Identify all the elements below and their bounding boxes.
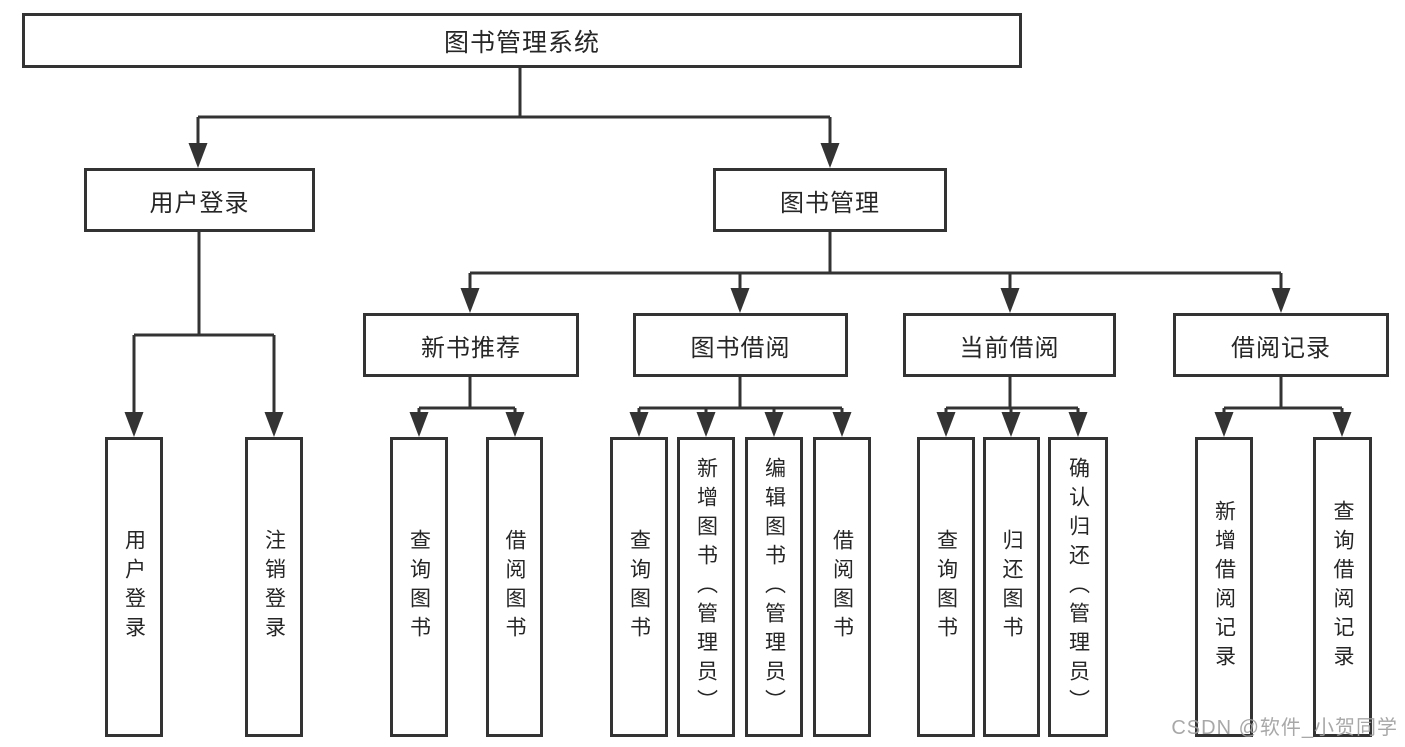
arrowhead-icon: [1214, 412, 1234, 437]
leaf-logout: 注销登录: [245, 437, 303, 737]
node-user-login: 用户登录: [84, 168, 315, 232]
node-label: 图书管理系统: [443, 28, 600, 57]
node-label: 查询图书: [934, 529, 958, 645]
node-book-mgmt: 图书管理: [713, 168, 947, 232]
arrowhead-icon: [820, 143, 840, 168]
node-root-system: 图书管理系统: [22, 13, 1022, 68]
leaf-newbooks-query: 查询图书: [390, 437, 448, 737]
node-label: 借阅记录: [1231, 334, 1331, 362]
node-label: 查询借阅记录: [1331, 500, 1354, 674]
arrowhead-icon: [832, 412, 852, 437]
arrowhead-icon: [264, 412, 284, 437]
leaf-newbooks-borrow: 借阅图书: [486, 437, 543, 737]
node-borrow-records: 借阅记录: [1173, 313, 1389, 377]
arrowhead-icon: [505, 412, 525, 437]
arrowhead-icon: [1001, 412, 1021, 437]
arrowhead-icon: [409, 412, 429, 437]
leaf-records-add: 新增借阅记录: [1195, 437, 1253, 737]
csdn-watermark: CSDN @软件_小贺同学: [1171, 717, 1398, 739]
arrowhead-icon: [764, 412, 784, 437]
node-label: 新书推荐: [421, 334, 521, 362]
arrowhead-icon: [460, 288, 480, 313]
arrowhead-icon: [1271, 288, 1291, 313]
node-label: 借阅图书: [830, 529, 854, 645]
node-label: 查询图书: [407, 529, 431, 645]
node-label: 查询图书: [627, 529, 651, 645]
leaf-records-query: 查询借阅记录: [1313, 437, 1372, 737]
arrowhead-icon: [1068, 412, 1088, 437]
leaf-bookborrow-borrow: 借阅图书: [813, 437, 871, 737]
node-label: 新增借阅记录: [1212, 500, 1236, 674]
leaf-current-query: 查询图书: [917, 437, 975, 737]
arrowhead-icon: [629, 412, 649, 437]
arrowhead-icon: [936, 412, 956, 437]
arrowhead-icon: [730, 288, 750, 313]
leaf-current-return: 归还图书: [983, 437, 1040, 737]
node-label: 用户登录: [149, 189, 250, 217]
node-label: 注销登录: [262, 529, 286, 645]
node-label: 确认归还（管理员）: [1066, 456, 1090, 718]
leaf-user-login: 用户登录: [105, 437, 163, 737]
leaf-current-confirm: 确认归还（管理员）: [1048, 437, 1108, 737]
node-current-borrow: 当前借阅: [903, 313, 1116, 377]
node-label: 归还图书: [1000, 529, 1023, 645]
arrowhead-icon: [188, 143, 208, 168]
arrowhead-icon: [1000, 288, 1020, 313]
arrowhead-icon: [124, 412, 144, 437]
node-label: 用户登录: [122, 529, 146, 645]
leaf-bookborrow-add: 新增图书（管理员）: [677, 437, 735, 737]
leaf-bookborrow-query: 查询图书: [610, 437, 668, 737]
node-label: 当前借阅: [959, 334, 1060, 362]
node-label: 编辑图书（管理员）: [762, 456, 786, 718]
arrowhead-icon: [1332, 412, 1352, 437]
leaf-bookborrow-edit: 编辑图书（管理员）: [745, 437, 803, 737]
node-label: 新增图书（管理员）: [694, 456, 718, 718]
node-book-borrow: 图书借阅: [633, 313, 848, 377]
arrowhead-icon: [696, 412, 716, 437]
node-new-books: 新书推荐: [363, 313, 579, 377]
node-label: 图书管理: [780, 189, 880, 217]
node-label: 图书借阅: [690, 334, 791, 362]
node-label: 借阅图书: [503, 529, 526, 645]
